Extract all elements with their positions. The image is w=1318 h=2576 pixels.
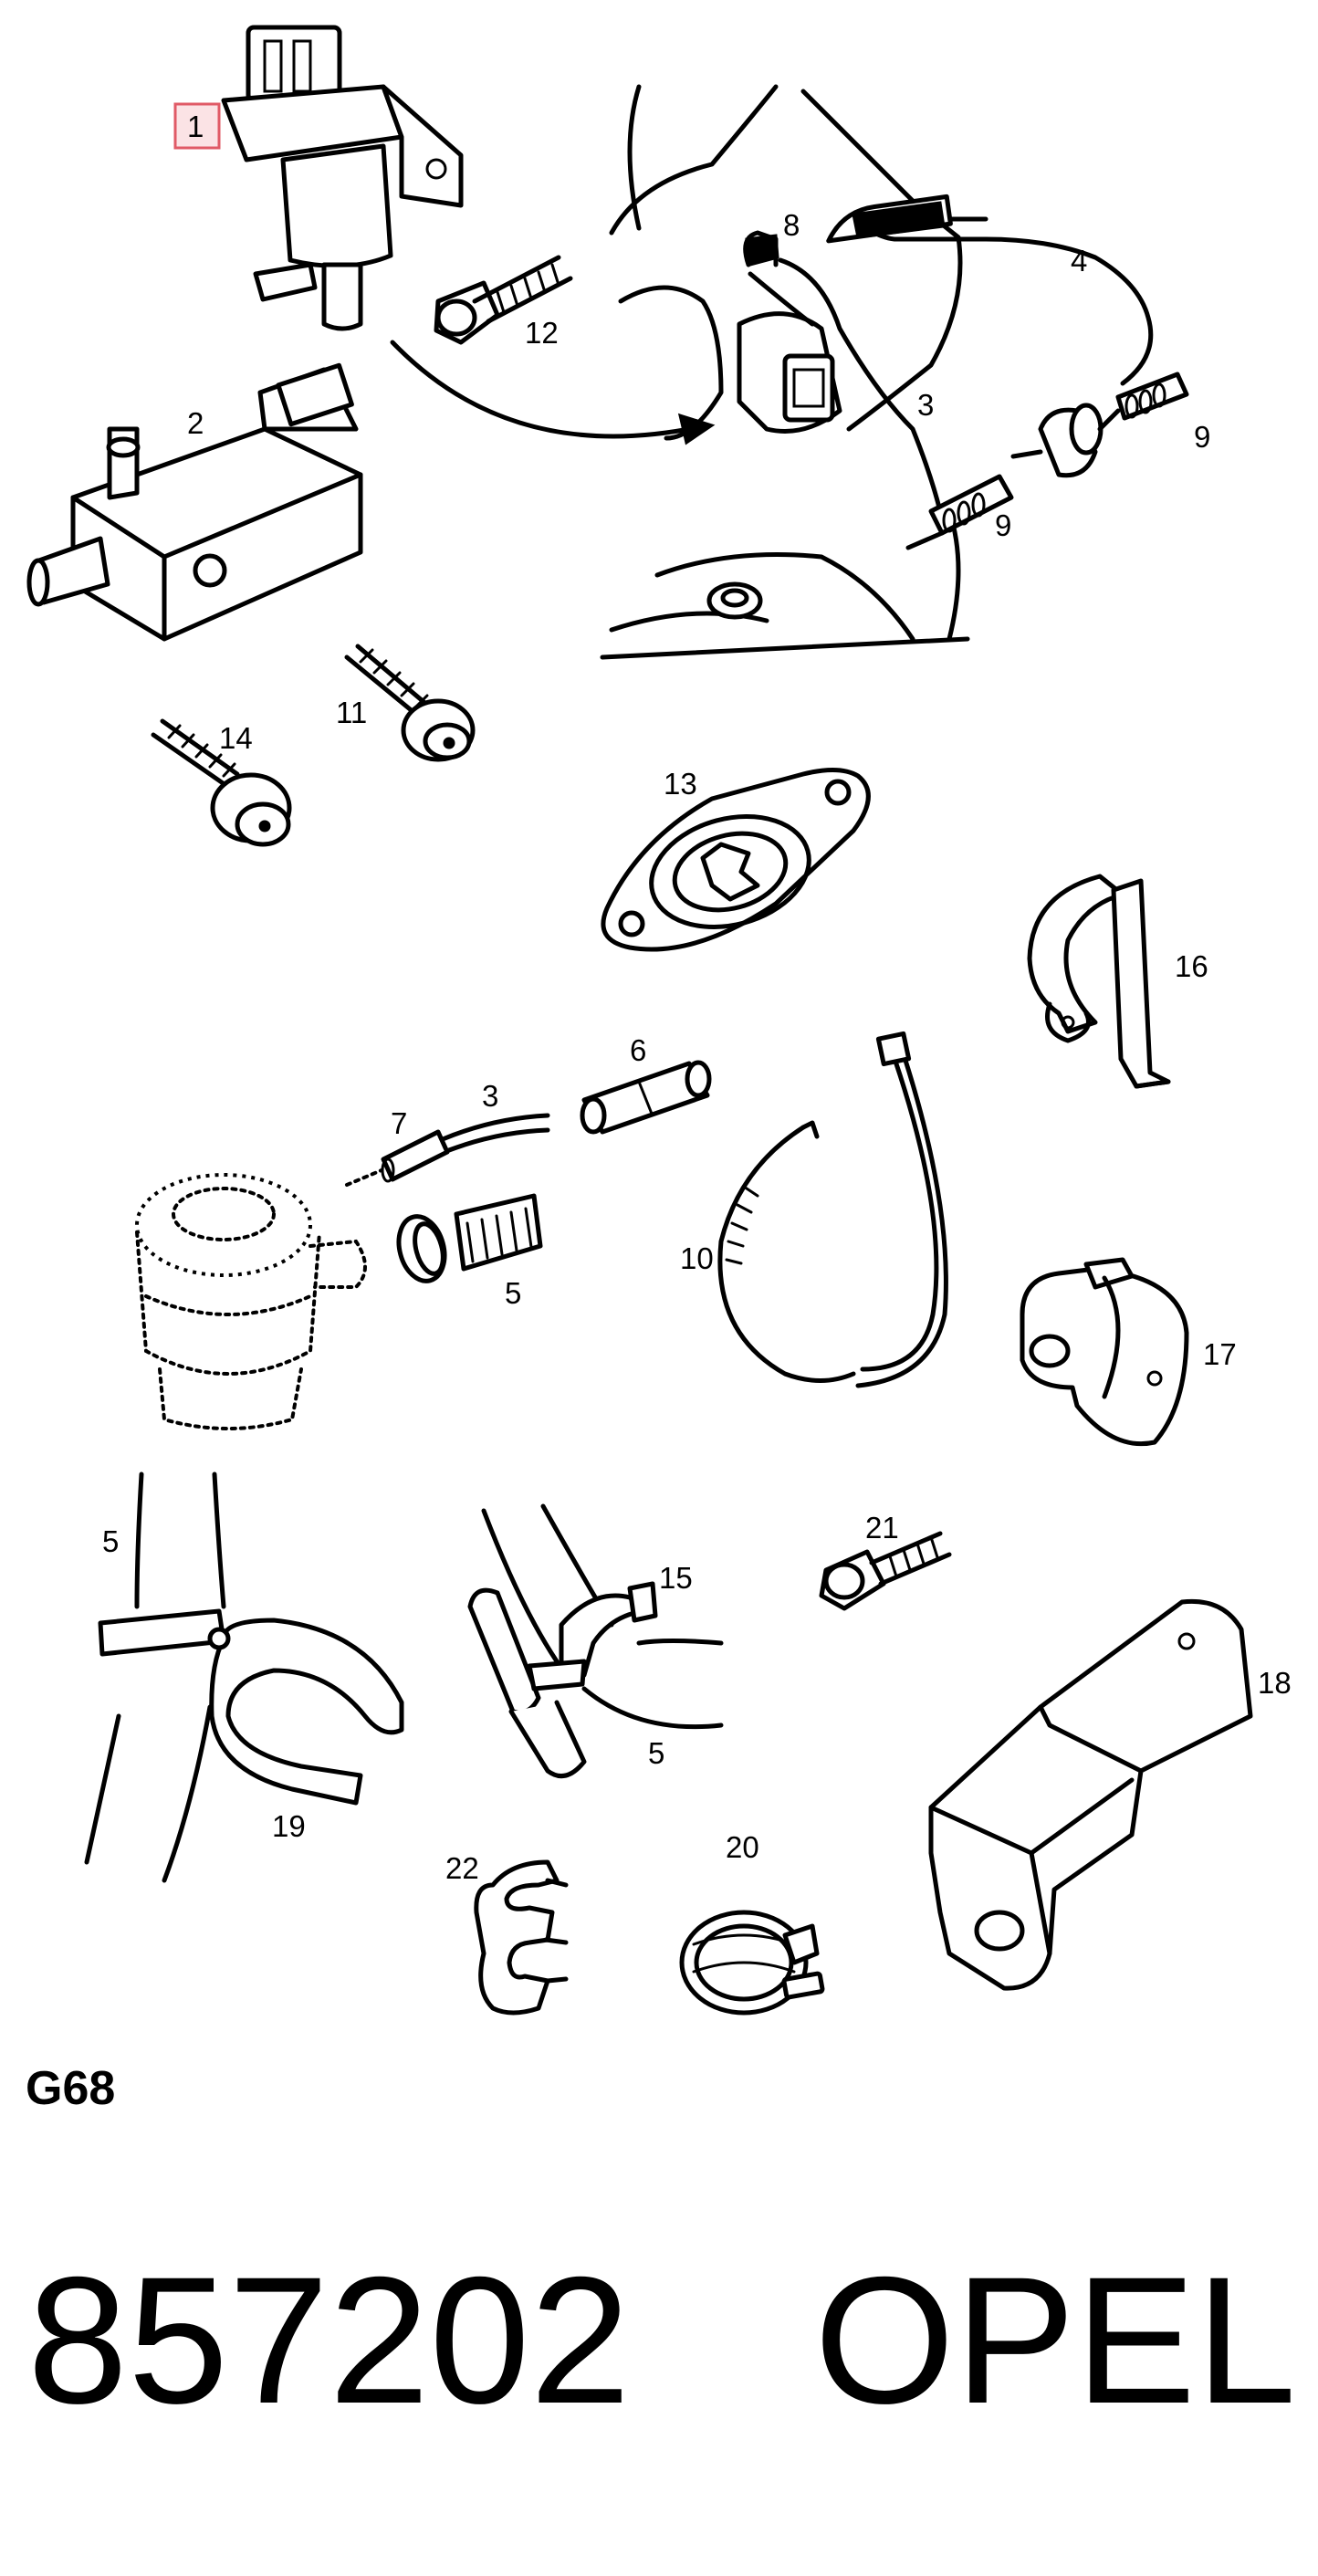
- callout-21: 21: [865, 1511, 899, 1545]
- callout-16: 16: [1175, 949, 1208, 983]
- part-19-clip[interactable]: [98, 1608, 404, 1806]
- callout-10: 10: [680, 1241, 714, 1275]
- callout-3b: 3: [482, 1079, 498, 1113]
- callout-6: 6: [630, 1033, 646, 1067]
- part-17-bracket[interactable]: [1020, 1257, 1189, 1447]
- part-2-solenoid-valve[interactable]: [26, 362, 363, 642]
- engine-background: [600, 84, 970, 660]
- part-1-callout-box[interactable]: 1: [173, 102, 221, 150]
- part-number: 857202: [27, 2239, 631, 2441]
- callout-22: 22: [445, 1851, 479, 1885]
- part-15-clip[interactable]: [527, 1581, 658, 1691]
- callout-8: 8: [783, 208, 800, 242]
- callout-9b: 9: [995, 508, 1011, 542]
- callout-9a: 9: [1194, 420, 1210, 454]
- part-1-vacuum-valve[interactable]: [221, 25, 464, 331]
- callout-11: 11: [336, 696, 367, 729]
- part-7-connector[interactable]: [381, 1113, 550, 1183]
- hose-clamp-small[interactable]: [392, 1211, 452, 1286]
- callout-1: 1: [187, 110, 204, 143]
- hose-connector-9-upper[interactable]: [1115, 372, 1189, 421]
- part-22-clip[interactable]: [474, 1859, 569, 2016]
- part-6-sleeve[interactable]: [580, 1060, 712, 1135]
- inline-filter[interactable]: [1010, 403, 1121, 478]
- callout-5a: 5: [505, 1276, 521, 1310]
- callout-15: 15: [659, 1561, 693, 1595]
- hose-5-mid[interactable]: [454, 1193, 543, 1272]
- callout-20: 20: [726, 1830, 759, 1864]
- part-14-screw[interactable]: [151, 718, 292, 847]
- callout-19: 19: [272, 1809, 306, 1843]
- callout-14: 14: [219, 721, 253, 755]
- part-12-bolt[interactable]: [434, 255, 573, 345]
- callout-4: 4: [1071, 244, 1087, 277]
- part-16-bracket[interactable]: [1027, 874, 1171, 1089]
- brand-name: OPEL: [814, 2239, 1297, 2441]
- callout-18: 18: [1258, 1666, 1292, 1700]
- canister-reference: [135, 1168, 383, 1430]
- hose-5-right[interactable]: [467, 1503, 724, 1779]
- part-18-bracket[interactable]: [928, 1598, 1253, 1991]
- pointer-arrow: [390, 340, 716, 445]
- hose-5-left: [84, 1471, 226, 1883]
- callout-12: 12: [525, 316, 559, 350]
- callout-2: 2: [187, 406, 204, 440]
- part-20-hose-clamp[interactable]: [679, 1910, 825, 2016]
- callout-5b: 5: [102, 1524, 119, 1558]
- vacuum-hose-4[interactable]: [743, 194, 1154, 514]
- callout-5c: 5: [648, 1736, 664, 1770]
- callout-3a: 3: [917, 388, 934, 422]
- callout-13: 13: [664, 767, 697, 801]
- part-11-screw[interactable]: [344, 644, 476, 762]
- part-13-gasket[interactable]: [601, 768, 871, 952]
- callout-7: 7: [391, 1106, 407, 1140]
- part-10-cable-tie[interactable]: [717, 1031, 948, 1388]
- diagram-code: G68: [26, 2062, 116, 2115]
- part-21-bolt[interactable]: [819, 1531, 952, 1611]
- hose-connector-9-lower[interactable]: [905, 474, 1014, 550]
- callout-17: 17: [1203, 1337, 1237, 1371]
